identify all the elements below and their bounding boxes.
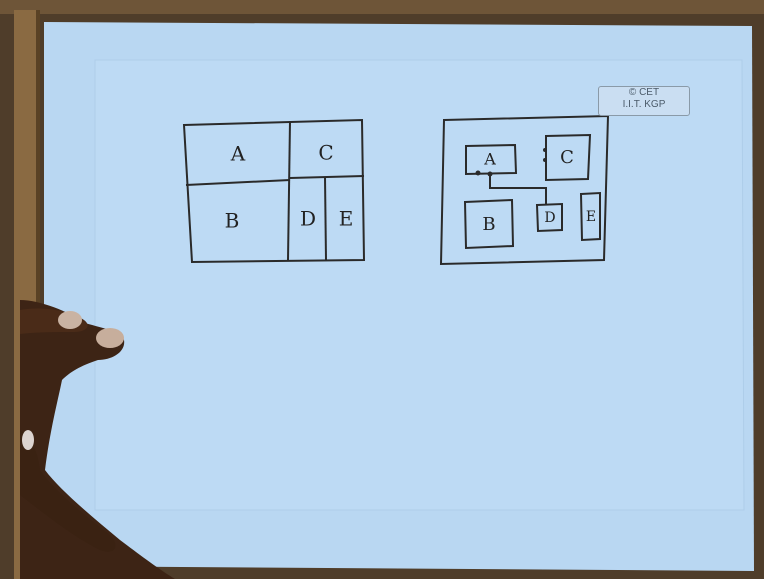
left-label-d: D xyxy=(300,207,316,231)
watermark-line-2: I.I.T. KGP xyxy=(599,99,689,111)
right-pin-dot-2 xyxy=(488,172,493,177)
left-divider-de xyxy=(325,177,326,260)
left-label-b: B xyxy=(225,209,240,233)
right-label-d: D xyxy=(544,210,555,226)
wood-frame-top xyxy=(0,0,764,14)
watermark-line-1: © CET xyxy=(599,87,689,99)
right-label-c: C xyxy=(560,147,574,168)
fingernail-2 xyxy=(96,328,124,348)
left-label-e: E xyxy=(339,207,354,231)
fingernail-1 xyxy=(58,311,82,329)
paper-inner-grid xyxy=(95,60,744,510)
right-pin-dot-4 xyxy=(543,158,547,162)
right-pin-dot-3 xyxy=(543,148,547,152)
right-pin-dot-1 xyxy=(476,171,481,176)
fingernail-3 xyxy=(22,430,34,450)
right-label-b: B xyxy=(482,214,495,235)
left-label-a: A xyxy=(230,142,246,166)
left-label-c: C xyxy=(318,141,333,165)
right-label-a: A xyxy=(483,150,496,169)
cet-iit-kgp-watermark: © CET I.I.T. KGP xyxy=(598,86,690,116)
right-label-e: E xyxy=(586,209,596,225)
